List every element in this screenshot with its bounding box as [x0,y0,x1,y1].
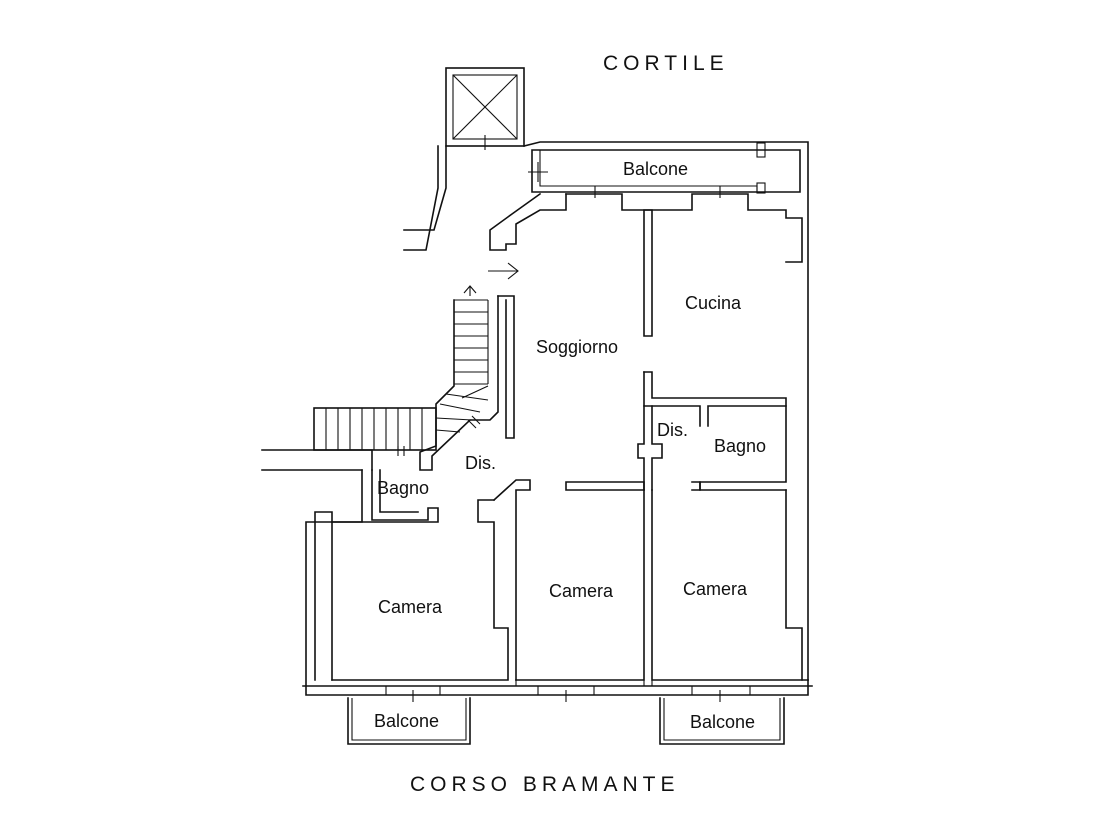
staircase [313,285,499,471]
room-label-soggiorno: Soggiorno [536,337,618,357]
interior-walls [331,209,809,686]
north-wall [489,192,803,263]
room-label-camera-right: Camera [683,579,748,599]
room-label-bagno-left: Bagno [377,478,429,498]
courtyard-label: CORTILE [603,52,729,75]
room-label-balcone-top: Balcone [623,159,688,179]
room-label-balcone-bottom-left: Balcone [374,711,439,731]
entrance-arrow-icon [488,262,519,280]
elevator-shaft [445,67,525,150]
bottom-left-balcony [347,697,471,745]
room-label-camera-left: Camera [378,597,443,617]
room-label-bagno-right: Bagno [714,436,766,456]
outer-walls [261,141,813,696]
room-label-cucina: Cucina [685,293,742,313]
room-label-dis-right: Dis. [657,420,688,440]
bottom-windows [385,686,751,702]
room-label-dis-left: Dis. [465,453,496,473]
street-label: CORSO BRAMANTE [410,773,680,796]
room-label-balcone-bottom-right: Balcone [690,712,755,732]
top-balcony [528,142,801,198]
bottom-right-balcony [659,697,785,745]
room-label-camera-mid: Camera [549,581,614,601]
